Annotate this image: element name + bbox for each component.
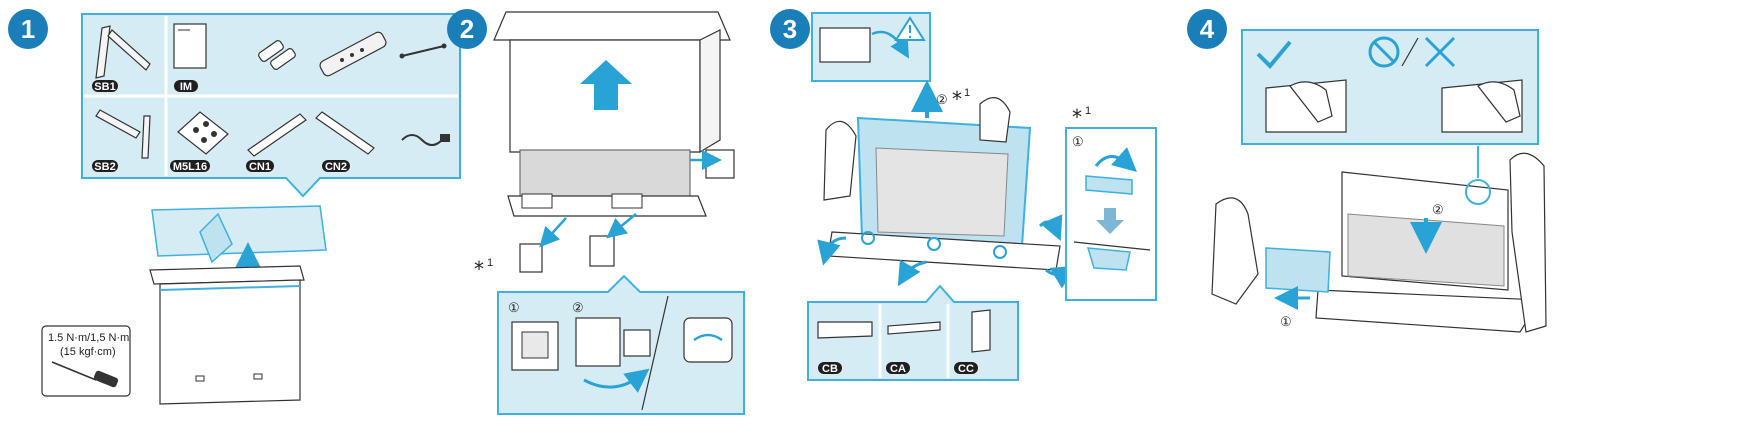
part-tag-sb1: SB1 [92, 80, 118, 93]
check-icon [1256, 40, 1292, 69]
step-1: 1 SB1 IM [8, 9, 461, 405]
step-3: 3 ② * 1 [770, 9, 1157, 381]
step-badge-3: 3 [770, 9, 810, 49]
stand-sb2-drawing [95, 109, 151, 159]
svg-text:CA: CA [890, 363, 906, 375]
tv-lift-drawing: ② * 1 [817, 80, 1077, 289]
svg-text:②: ② [572, 300, 584, 315]
footnote-marker: * 1 [474, 257, 493, 281]
svg-text:*: * [474, 257, 484, 281]
svg-text:CC: CC [958, 363, 974, 375]
step-badge-2: 2 [447, 9, 487, 49]
sub-step-1: ① [508, 300, 559, 371]
svg-text:CN1: CN1 [249, 161, 271, 173]
handling-panel [1241, 29, 1539, 145]
packing-box-drawing [149, 205, 327, 405]
part-tag-m5l16: M5L16 [170, 160, 210, 173]
step-badge-4: 4 [1187, 9, 1227, 49]
part-tag-im: IM [174, 80, 198, 93]
sub-step-1: ① [1072, 134, 1084, 149]
screws-m5l16-drawing [177, 111, 229, 155]
svg-text:CB: CB [822, 363, 838, 375]
clip-removal-drawing [519, 149, 735, 273]
cover-cn2-drawing [315, 111, 375, 155]
screwdriver-icon [51, 361, 119, 388]
svg-text:1: 1 [487, 257, 493, 269]
warning-icon [894, 16, 926, 41]
torque-value-kgf: (15 kgf·cm) [60, 346, 116, 358]
part-tag-cn1: CN1 [246, 160, 274, 173]
order-label: ② [1432, 202, 1444, 217]
cross-icon [1424, 36, 1456, 68]
order-label: ② [936, 92, 948, 107]
svg-text:①: ① [508, 300, 520, 315]
part-tag-sb2: SB2 [92, 160, 118, 173]
step-2: 2 ① [447, 9, 745, 415]
step-number: 2 [460, 14, 474, 44]
cable-drawing [399, 43, 447, 59]
stand-sb1-drawing [95, 25, 151, 79]
svg-text:1: 1 [1085, 105, 1091, 117]
svg-text:IM: IM [180, 81, 192, 93]
step-number: 1 [21, 14, 35, 44]
clip-release-drawing [683, 317, 733, 363]
step-badge-1: 1 [8, 9, 48, 49]
cover-cn1-drawing [247, 113, 307, 157]
manual-im-drawing [173, 23, 207, 69]
svg-text:CN2: CN2 [325, 161, 347, 173]
parts-panel: SB1 IM [81, 13, 461, 198]
svg-text:*: * [952, 87, 962, 111]
caution-panel [811, 12, 931, 82]
svg-text:SB2: SB2 [94, 161, 115, 173]
svg-text:*: * [1072, 105, 1082, 129]
step-number: 3 [783, 14, 797, 44]
batteries-drawing [258, 40, 296, 70]
box-lift-drawing [493, 11, 731, 217]
part-tag-cb: CB [818, 362, 842, 375]
torque-value: 1.5 N·m/1,5 N·m [48, 332, 129, 344]
tv-placement-drawing: ② ① [1211, 152, 1547, 333]
torque-spec-box: 1.5 N·m/1,5 N·m (15 kgf·cm) [41, 325, 131, 397]
svg-text:SB1: SB1 [94, 81, 115, 93]
power-cord-drawing [401, 134, 450, 146]
part-tag-cc: CC [954, 362, 978, 375]
sub-step-2: ② [572, 300, 651, 393]
order-label: ① [1280, 314, 1292, 329]
footnote-marker: * 1 [1072, 105, 1091, 129]
svg-text:M5L16: M5L16 [173, 161, 207, 173]
prohibited-icon [1368, 36, 1400, 68]
part-tag-ca: CA [886, 362, 910, 375]
svg-text:1: 1 [964, 87, 970, 99]
part-tag-cn2: CN2 [322, 160, 350, 173]
cover-detail-panel: ① [1065, 127, 1157, 301]
step-number: 4 [1200, 14, 1215, 44]
clip-detail-panel: ① ② [497, 274, 745, 415]
step-4: 4 ② [1187, 9, 1547, 333]
cover-parts-panel: CB CA CC [807, 284, 1019, 381]
remote-control-drawing [319, 31, 387, 77]
